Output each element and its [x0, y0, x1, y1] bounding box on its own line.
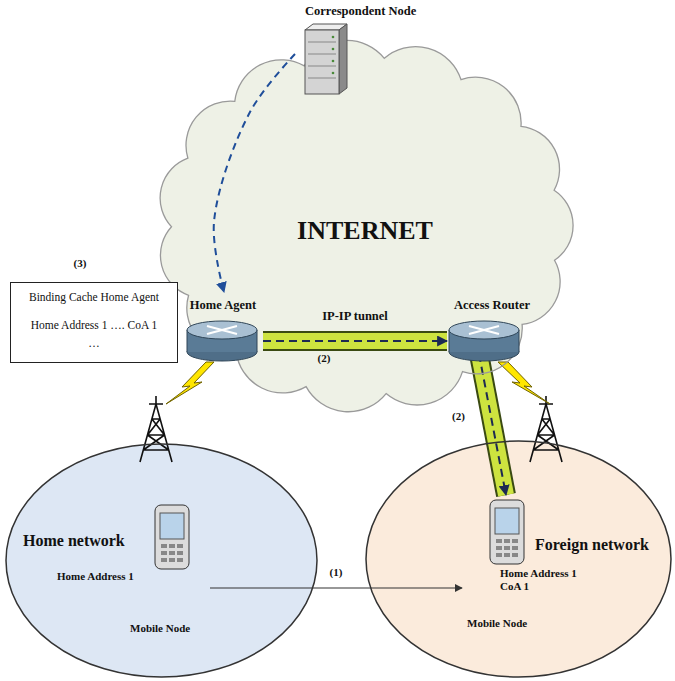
server-graphic [295, 4, 450, 98]
box-entry: … [17, 337, 171, 351]
tunnel-wall [479, 354, 506, 495]
home-network-region: Home networkHome Address 1 Mobile Node [5, 443, 318, 678]
region-fill [366, 441, 671, 677]
tunnel-flow [263, 340, 447, 342]
tunnel-label: IP-IP tunnel [320, 309, 390, 324]
mobile-node: Home Address 1 Mobile Node [55, 500, 210, 642]
wireless-bolt [166, 362, 214, 404]
traffic-path [214, 54, 295, 292]
node-label: Foreign network [535, 535, 649, 554]
tunnel-body [263, 333, 447, 349]
callout-number: (1) [328, 566, 345, 579]
traffic-arrow [214, 54, 295, 292]
node-label: Home Agent [185, 298, 261, 313]
binding-cache-box: Binding Cache Home AgentHome Address 1 …… [10, 282, 178, 363]
callout-number: (3) [74, 257, 87, 270]
box-entry: Home Address 1 …. CoA 1 [17, 319, 171, 333]
mobile-node: Home Address 1 CoA 1 Mobile Node [462, 495, 594, 645]
home-agent-router: Home Agent [185, 292, 263, 372]
region-fills [6, 40, 671, 677]
phone-icon [155, 505, 189, 569]
phone-icon [490, 500, 524, 564]
router-icon [187, 321, 257, 361]
tunnel-wall [263, 331, 447, 351]
region-fill [6, 444, 317, 677]
wireless-bolt [498, 362, 550, 404]
tunnel-body [479, 354, 506, 495]
movement-arrow [210, 588, 462, 589]
node-label: Mobile Node [467, 617, 527, 630]
foreign-network-region: Foreign networkHome Address 1 CoA 1 Mobil… [365, 440, 672, 678]
ip-tunnel [479, 354, 506, 495]
node-label: Home Address 1 [57, 570, 134, 583]
callout-number: (2) [450, 410, 467, 423]
movement-path [210, 587, 462, 588]
internet-cloud: INTERNET [140, 30, 590, 422]
node-label: Correspondent Node [305, 4, 416, 19]
ip-tunnel [263, 341, 447, 342]
node-label: INTERNET [140, 215, 590, 246]
server-icon [305, 24, 347, 94]
antenna-tower [530, 396, 562, 462]
node-label: Home network [23, 531, 125, 550]
node-label: Mobile Node [130, 622, 190, 635]
callout-number: (2) [318, 352, 331, 365]
correspondent-node: Correspondent Node [295, 4, 450, 98]
antenna-tower [140, 396, 172, 462]
node-label: Access Router [447, 298, 537, 313]
router-icon [449, 321, 519, 361]
tunnel-flow [479, 354, 506, 495]
access-router: Access Router [447, 292, 539, 372]
box-heading: Binding Cache Home Agent [17, 291, 171, 305]
node-label: Home Address 1 CoA 1 [500, 567, 592, 593]
